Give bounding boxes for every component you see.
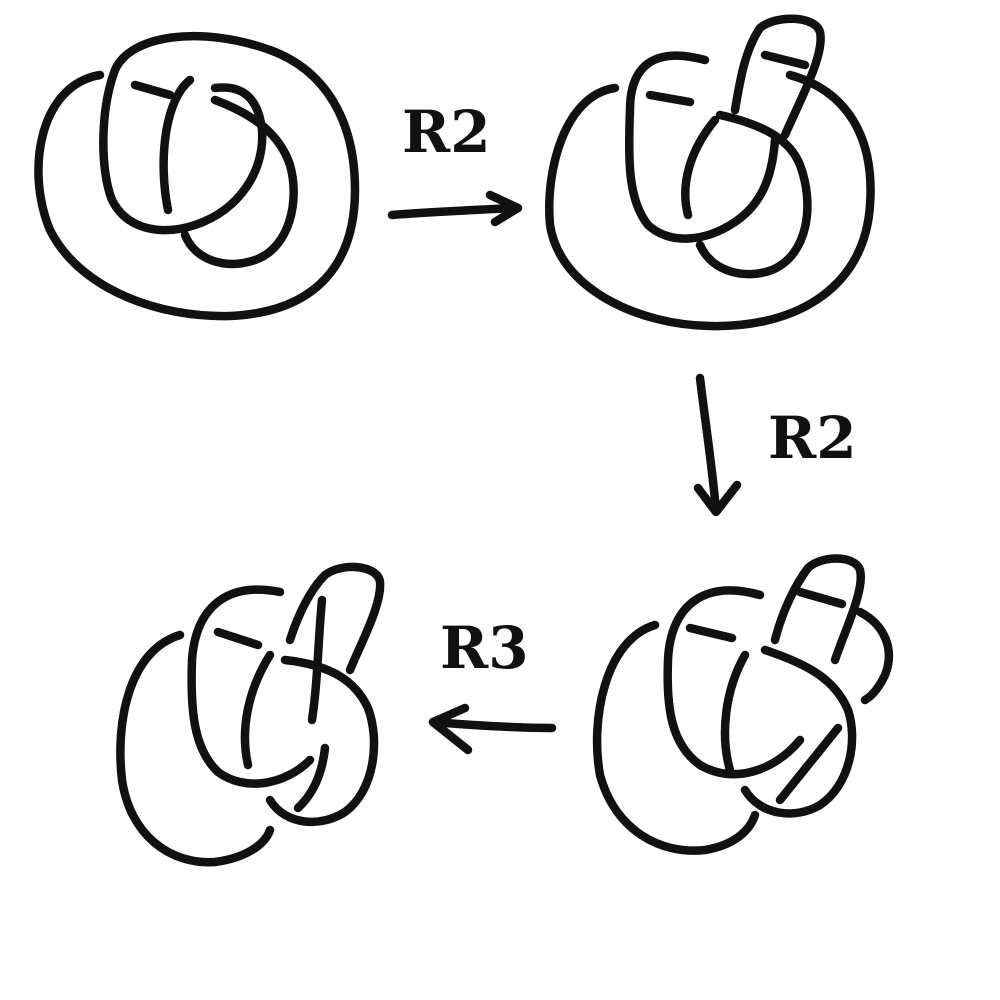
knot-2-outer-strand: [545, 70, 875, 331]
arrow-left-head: [428, 703, 473, 755]
knot-2-lower-strand: [695, 110, 812, 279]
arrow-down: [693, 373, 742, 517]
knot-1-crossing-dash: [130, 80, 175, 100]
knot-1-inner-strand-lower: [180, 95, 298, 268]
move-label-2: R2: [768, 404, 857, 472]
knot-4-crossing-dash: [213, 627, 263, 650]
knot-3-right-arc: [855, 607, 893, 705]
knot-3-lower-strand: [740, 645, 857, 818]
knot-diagram-4: [116, 562, 385, 867]
arrow-down-head: [693, 480, 742, 517]
knot-3-inner-strand: [720, 650, 750, 775]
arrow-right-head: [485, 190, 523, 227]
knot-3-crossing-dash-2: [795, 587, 847, 609]
knot-3-diagonal: [775, 723, 843, 805]
knot-diagram-1: [34, 31, 360, 321]
knot-2-crossing-dash-1: [645, 90, 695, 107]
knot-4-inner-strand: [240, 650, 275, 770]
knot-1-outer-strand: [34, 31, 360, 321]
knot-4-left-loop: [187, 585, 315, 788]
arrow-down-shaft: [695, 373, 721, 515]
move-label-1: R2: [402, 98, 491, 166]
knot-3-crossing-dash-1: [685, 623, 737, 643]
move-label-3: R3: [440, 614, 529, 682]
knot-2-left-loop: [624, 51, 780, 243]
knot-3-finger: [770, 554, 866, 665]
arrow-left: [428, 703, 557, 755]
knot-4-lower-strand: [265, 655, 379, 827]
knot-4-vertical-strand-1: [307, 595, 327, 725]
knot-4-vertical-strand-2: [293, 743, 330, 813]
knot-2-inner-strand: [681, 115, 720, 220]
knot-1-inner-strand: [159, 75, 195, 215]
knot-3-left-loop: [663, 586, 805, 779]
knot-diagram-3: [592, 554, 893, 855]
arrow-right-shaft: [387, 203, 520, 220]
arrow-right: [387, 190, 523, 227]
arrow-left-shaft: [428, 717, 557, 733]
knot-4-outer-strand: [116, 630, 275, 867]
knot-3-outer-strand: [592, 620, 760, 855]
knot-4-finger: [285, 562, 385, 675]
knot-diagram-2: [545, 14, 875, 331]
knot-2-finger: [730, 14, 825, 140]
knot-2-crossing-dash-2: [760, 50, 810, 70]
